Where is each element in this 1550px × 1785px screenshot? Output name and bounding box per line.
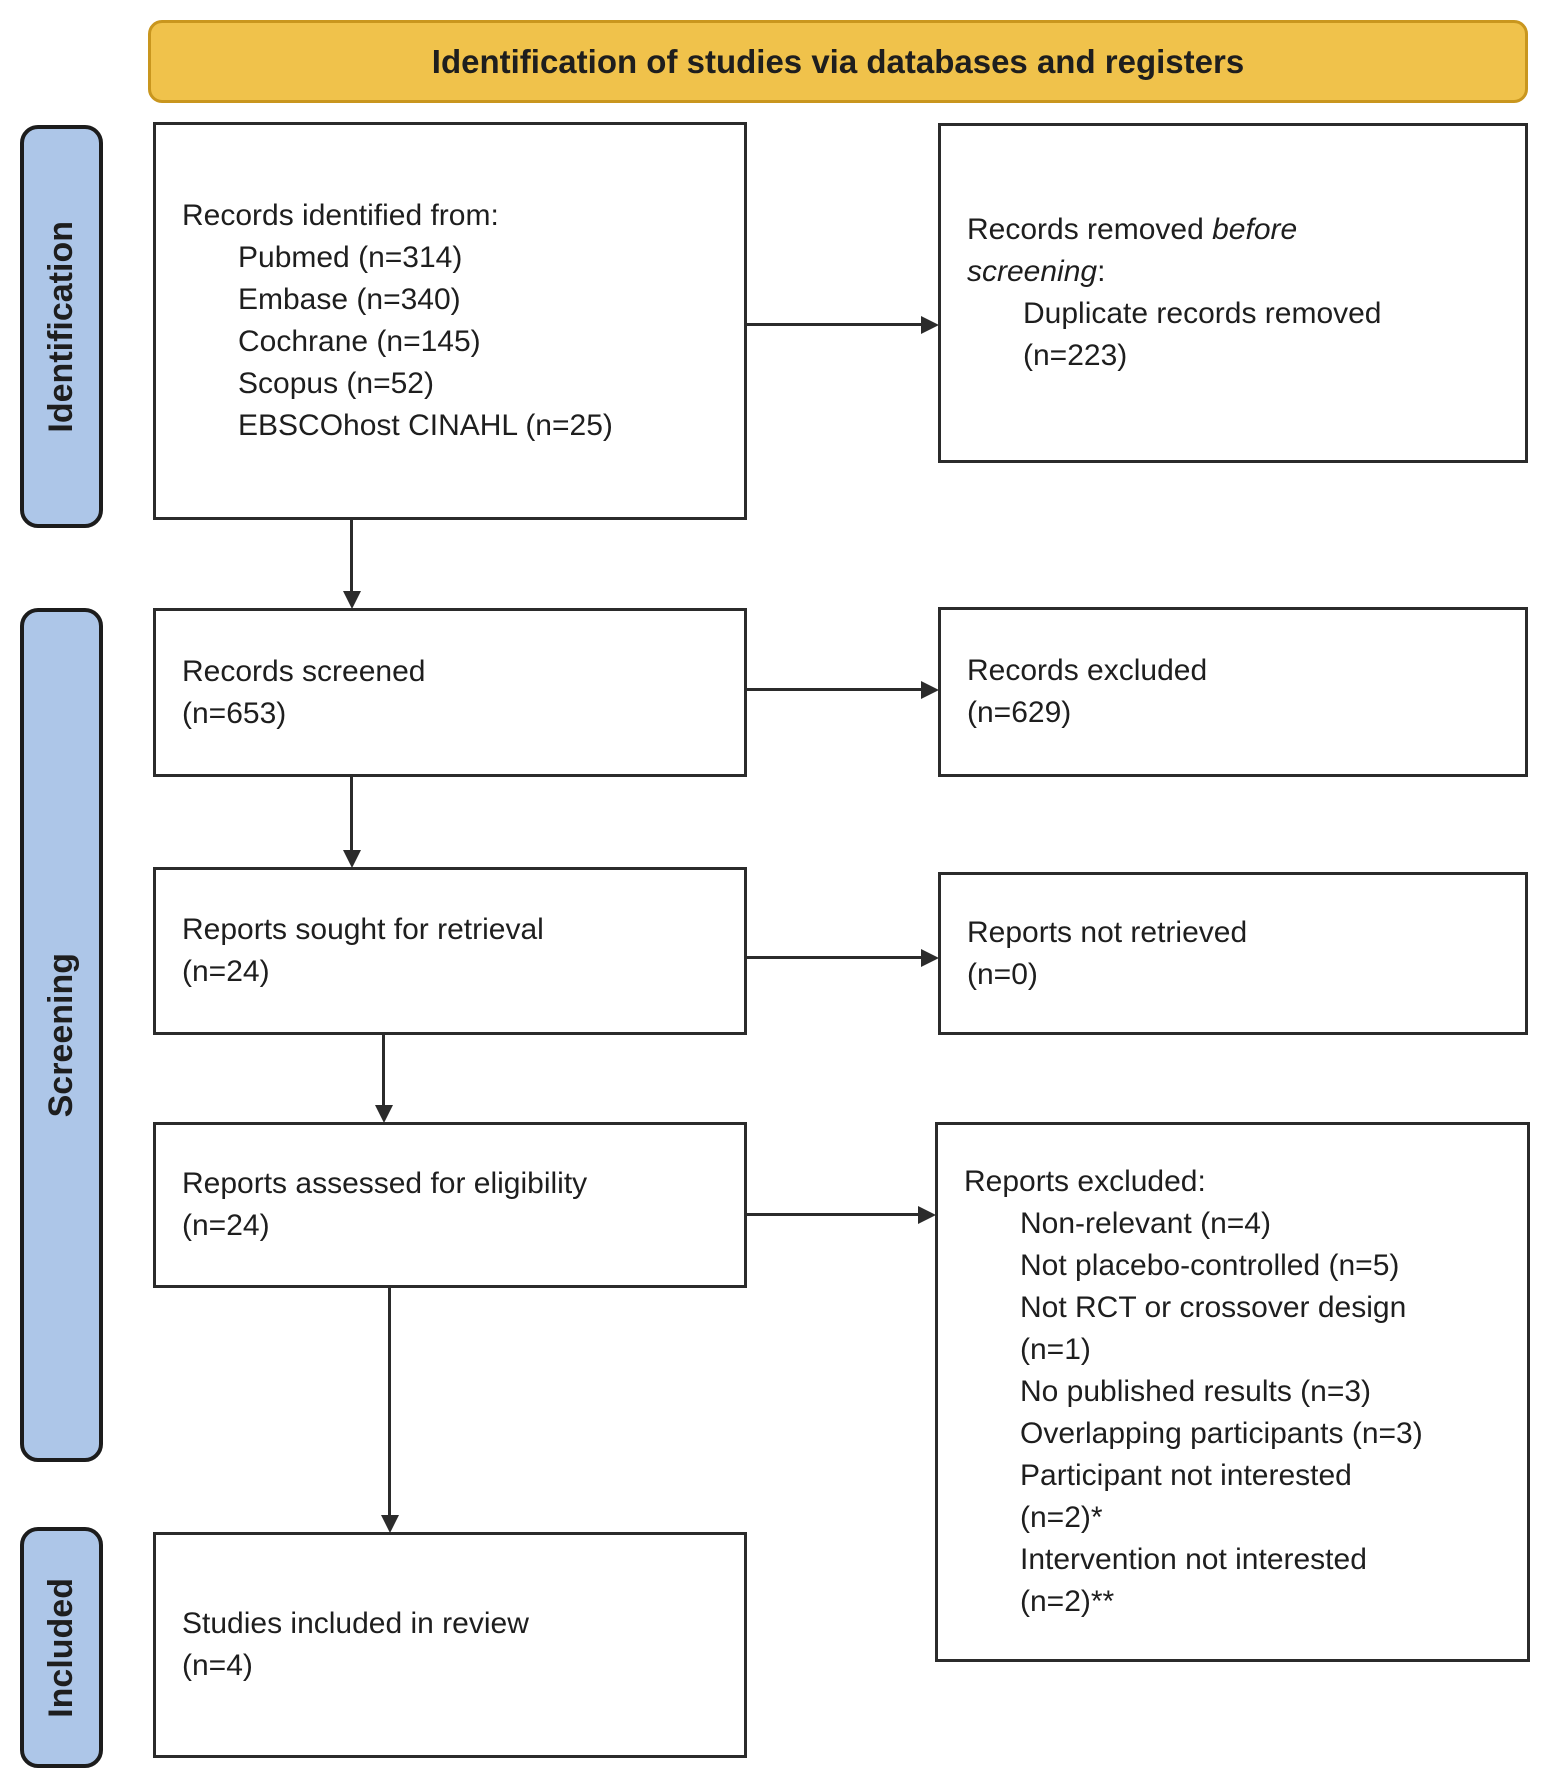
box-text-line: Studies included in review (182, 1603, 722, 1645)
box-text-line: Intervention not interested (964, 1539, 1505, 1581)
box-text-line: Cochrane (n=145) (182, 321, 722, 363)
text-segment: : (1097, 255, 1106, 288)
text-segment: Participant not interested (1020, 1459, 1352, 1492)
text-segment: Records excluded (967, 654, 1208, 687)
box-text-line: screening: (967, 251, 1503, 293)
stage-label-identification: Identification (42, 220, 80, 433)
italic-text-segment: before (1212, 213, 1298, 246)
banner-label: Identification of studies via databases … (431, 42, 1245, 80)
text-segment: (n=2)* (1020, 1501, 1103, 1534)
box-text-line: (n=24) (182, 951, 722, 993)
text-segment: EBSCOhost CINAHL (n=25) (238, 409, 613, 442)
box-text-line: Duplicate records removed (967, 293, 1503, 335)
text-segment: Not RCT or crossover design (1020, 1291, 1407, 1324)
box-text-line: Non-relevant (n=4) (964, 1203, 1505, 1245)
box-text-line: Pubmed (n=314) (182, 237, 722, 279)
box-text-line: (n=2)** (964, 1581, 1505, 1623)
text-segment: Records screened (182, 654, 426, 688)
text-segment: (n=1) (1020, 1333, 1091, 1366)
text-segment: (n=629) (967, 696, 1072, 729)
text-segment: Scopus (n=52) (238, 367, 434, 400)
box-studies-included-in-review: Studies included in review (n=4) (153, 1532, 747, 1758)
arrow-assessed-to-included (388, 1288, 391, 1516)
box-text-line: Reports not retrieved (967, 912, 1503, 954)
text-segment: No published results (n=3) (1020, 1375, 1372, 1408)
box-text-line: Embase (n=340) (182, 279, 722, 321)
arrow-identified-to-removed (747, 323, 922, 326)
box-text-line: (n=629) (967, 692, 1503, 734)
text-segment: Duplicate records removed (1023, 297, 1382, 330)
text-segment: Cochrane (n=145) (238, 325, 481, 358)
text-segment: (n=653) (182, 696, 287, 730)
box-text-line: Reports assessed for eligibility (182, 1163, 722, 1205)
text-segment: Reports assessed for eligibility (182, 1167, 588, 1200)
box-text-line: Participant not interested (964, 1455, 1505, 1497)
box-records-excluded: Records excluded (n=629) (938, 607, 1528, 777)
text-segment: (n=0) (967, 957, 1038, 991)
box-text-line: (n=2)* (964, 1497, 1505, 1539)
text-segment: Records removed (967, 213, 1213, 246)
text-segment: (n=223) (1023, 339, 1128, 372)
box-text-line: (n=1) (964, 1329, 1505, 1371)
arrow-identified-to-screened (350, 520, 353, 592)
box-text-line: (n=0) (967, 954, 1503, 996)
text-segment: Studies included in review (182, 1607, 529, 1640)
text-segment: (n=2)** (1020, 1585, 1115, 1618)
box-text-line: Not placebo-controlled (n=5) (964, 1245, 1505, 1287)
text-segment: Reports excluded: (964, 1165, 1206, 1198)
box-reports-sought-for-retrieval: Reports sought for retrieval (n=24) (153, 867, 747, 1035)
text-segment: Records identified from: (182, 199, 499, 232)
stage-label-screening: Screening (42, 952, 80, 1118)
text-segment: (n=24) (182, 1209, 270, 1242)
banner-identification-of-studies: Identification of studies via databases … (148, 20, 1528, 103)
box-text-line: Overlapping participants (n=3) (964, 1413, 1505, 1455)
box-records-screened: Records screened (n=653) (153, 608, 747, 777)
arrow-screened-to-sought (350, 777, 353, 851)
arrow-sought-to-assessed (382, 1035, 385, 1106)
box-text-line: Records removed before (967, 209, 1503, 251)
arrow-screened-to-excluded (747, 688, 922, 691)
arrow-assessed-to-reports-excluded (747, 1213, 919, 1216)
text-segment: (n=4) (182, 1649, 253, 1682)
text-segment: Overlapping participants (n=3) (1020, 1417, 1423, 1450)
box-text-line: (n=4) (182, 1645, 722, 1687)
text-segment: Reports not retrieved (967, 915, 1248, 949)
box-text-line: (n=24) (182, 1205, 722, 1247)
stage-label-included: Included (42, 1577, 80, 1718)
stage-bar-screening: Screening (20, 608, 103, 1462)
box-text-line: Reports sought for retrieval (182, 909, 722, 951)
box-reports-not-retrieved: Reports not retrieved (n=0) (938, 872, 1528, 1035)
text-segment: Reports sought for retrieval (182, 913, 544, 946)
box-text-line: Records identified from: (182, 195, 722, 237)
text-segment: Not placebo-controlled (n=5) (1020, 1249, 1400, 1282)
box-text-line: (n=223) (967, 335, 1503, 377)
text-segment: Embase (n=340) (238, 283, 461, 316)
stage-bar-identification: Identification (20, 125, 103, 528)
italic-text-segment: screening (967, 255, 1098, 288)
text-segment: (n=24) (182, 955, 270, 988)
box-text-line: Scopus (n=52) (182, 363, 722, 405)
box-text-line: No published results (n=3) (964, 1371, 1505, 1413)
text-segment: Intervention not interested (1020, 1543, 1367, 1576)
box-text-line: Records excluded (967, 650, 1503, 692)
box-reports-excluded: Reports excluded: Non-relevant (n=4) Not p… (935, 1122, 1530, 1662)
box-text-line: EBSCOhost CINAHL (n=25) (182, 405, 722, 447)
box-text-line: (n=653) (182, 693, 722, 735)
stage-bar-included: Included (20, 1527, 103, 1768)
text-segment: Non-relevant (n=4) (1020, 1207, 1271, 1240)
box-reports-assessed-for-eligibility: Reports assessed for eligibility (n=24) (153, 1122, 747, 1288)
box-records-identified: Records identified from: Pubmed (n=314) Em… (153, 122, 747, 520)
arrow-sought-to-not-retrieved (747, 956, 922, 959)
box-text-line: Records screened (182, 651, 722, 693)
box-text-line: Reports excluded: (964, 1161, 1505, 1203)
box-text-line: Not RCT or crossover design (964, 1287, 1505, 1329)
text-segment: Pubmed (n=314) (238, 241, 463, 274)
